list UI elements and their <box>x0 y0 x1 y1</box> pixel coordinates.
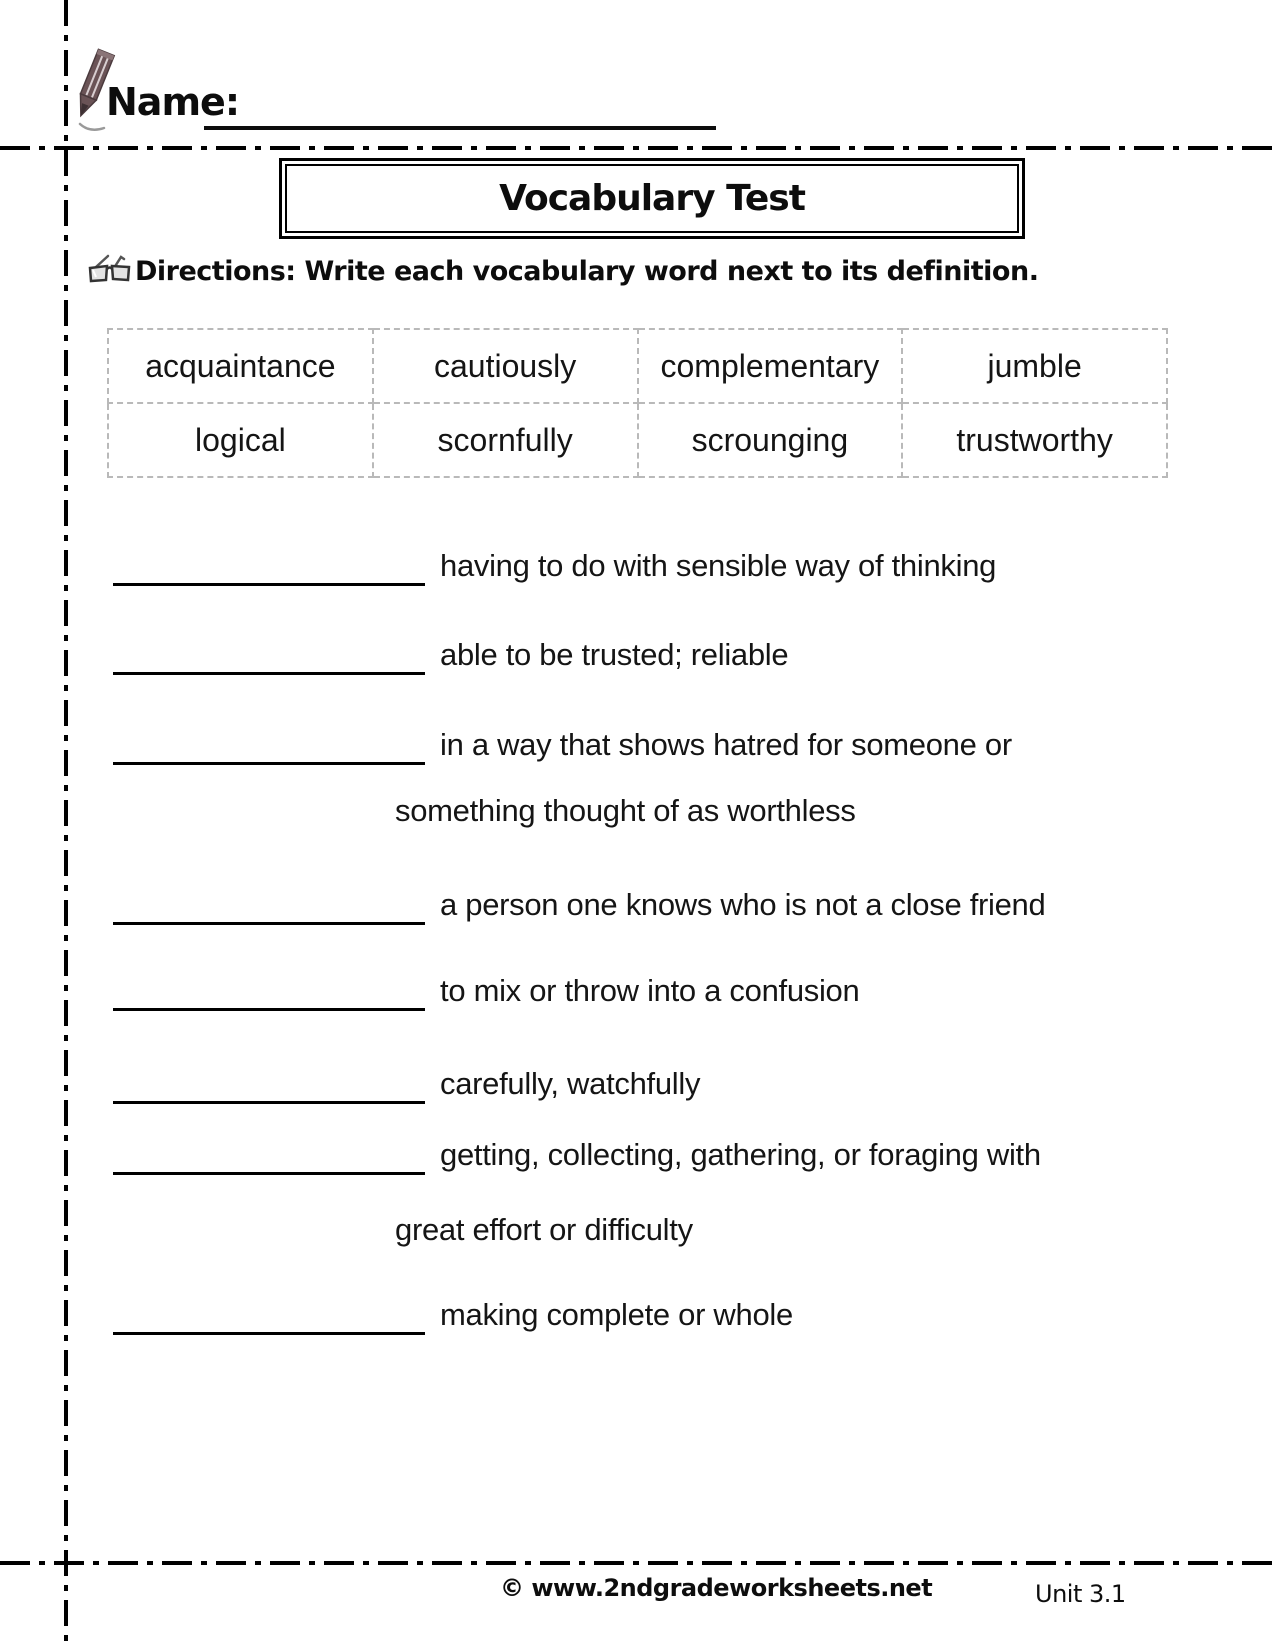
word-bank-cell: logical <box>107 402 374 478</box>
pencil-icon <box>78 48 116 132</box>
page-title: Vocabulary Test <box>499 178 806 219</box>
bottom-divider-dashdot-line <box>0 1561 1275 1565</box>
definition-text: great effort or difficulty <box>395 1212 693 1247</box>
definition-continuation-row: great effort or difficulty <box>395 1212 693 1248</box>
word-bank-cell: jumble <box>901 328 1168 404</box>
definition-text: having to do with sensible way of thinki… <box>440 548 997 583</box>
name-label: Name: <box>106 80 240 124</box>
name-blank-line <box>204 126 716 130</box>
definition-row: having to do with sensible way of thinki… <box>113 543 997 586</box>
answer-blank-line <box>113 553 425 586</box>
definition-row: making complete or whole <box>113 1292 793 1335</box>
title-box: Vocabulary Test <box>279 158 1025 239</box>
answer-blank-line <box>113 642 425 675</box>
eyeglasses-icon <box>88 254 131 283</box>
word-bank-row: acquaintance cautiously complementary ju… <box>107 328 1168 404</box>
definition-text: in a way that shows hatred for someone o… <box>440 727 1012 762</box>
answer-blank-line <box>113 892 425 925</box>
definition-continuation-row: something thought of as worthless <box>395 793 856 829</box>
definition-row: a person one knows who is not a close fr… <box>113 882 1046 925</box>
definition-text: to mix or throw into a confusion <box>440 973 860 1008</box>
footer-unit-label: Unit 3.1 <box>1035 1580 1126 1608</box>
answer-blank-line <box>113 732 425 765</box>
definition-text: something thought of as worthless <box>395 793 856 828</box>
word-bank-cell: trustworthy <box>901 402 1168 478</box>
definition-text: able to be trusted; reliable <box>440 637 789 672</box>
definition-text: carefully, watchfully <box>440 1066 701 1101</box>
definition-text: making complete or whole <box>440 1297 793 1332</box>
answer-blank-line <box>113 1071 425 1104</box>
word-bank-cell: acquaintance <box>107 328 374 404</box>
definition-text: a person one knows who is not a close fr… <box>440 887 1046 922</box>
left-margin-dashdot-line <box>64 0 68 1650</box>
top-divider-dashdot-line <box>0 146 1275 150</box>
word-bank-row: logical scornfully scrounging trustworth… <box>107 402 1168 478</box>
answer-blank-line <box>113 1142 425 1175</box>
word-bank-table: acquaintance cautiously complementary ju… <box>107 328 1168 478</box>
definition-row: in a way that shows hatred for someone o… <box>113 722 1012 765</box>
definition-row: to mix or throw into a confusion <box>113 968 860 1011</box>
word-bank-cell: scornfully <box>371 402 639 478</box>
answer-blank-line <box>113 1302 425 1335</box>
definition-row: able to be trusted; reliable <box>113 632 789 675</box>
footer-copyright: © www.2ndgradeworksheets.net <box>500 1574 933 1602</box>
word-bank-cell: complementary <box>636 328 904 404</box>
word-bank-cell: cautiously <box>371 328 639 404</box>
answer-blank-line <box>113 978 425 1011</box>
definition-row: getting, collecting, gathering, or forag… <box>113 1132 1041 1175</box>
directions-text: Directions: Write each vocabulary word n… <box>135 256 1039 287</box>
definition-text: getting, collecting, gathering, or forag… <box>440 1137 1041 1172</box>
word-bank-cell: scrounging <box>636 402 904 478</box>
definition-row: carefully, watchfully <box>113 1061 701 1104</box>
